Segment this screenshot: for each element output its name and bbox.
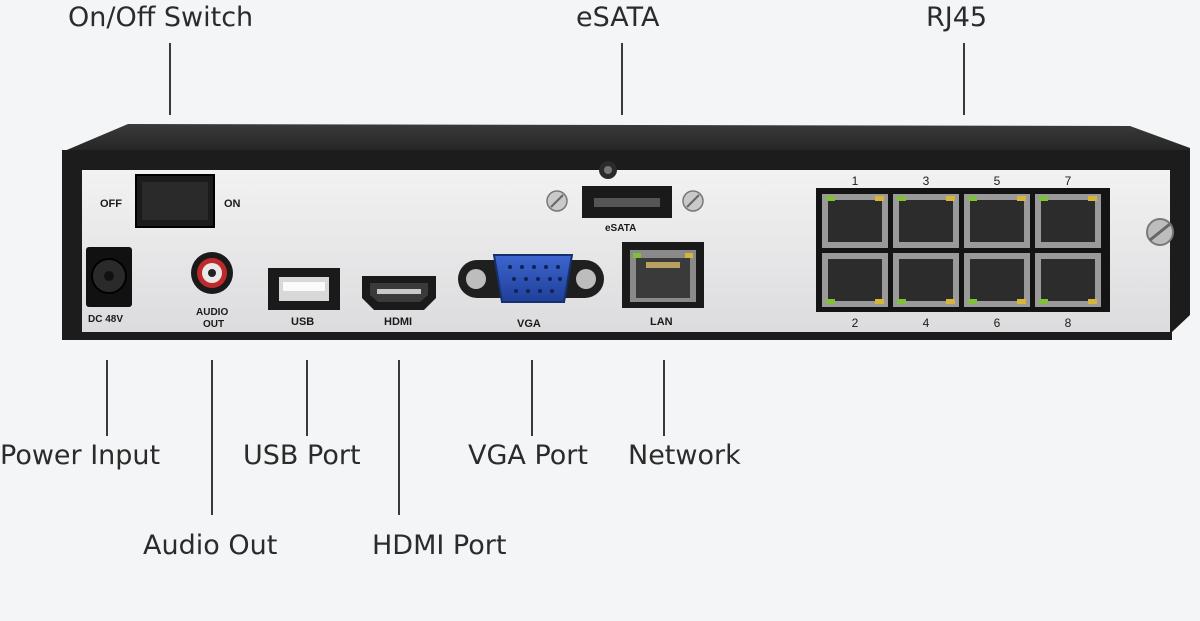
rj45-port [1035, 194, 1101, 248]
audio-label-line2: OUT [203, 319, 224, 330]
rj45-port [822, 194, 888, 248]
rj45-port [964, 253, 1030, 307]
rj45-port [1035, 253, 1101, 307]
hdmi-label: HDMI [384, 316, 412, 328]
rj45-number-top: 7 [1065, 174, 1072, 188]
leader-power-input [106, 360, 108, 436]
dc-label: DC 48V [88, 314, 123, 325]
rj45-number-bottom: 6 [994, 316, 1001, 330]
power-input-callout: Power Input [0, 440, 161, 471]
leader-esata [621, 43, 623, 115]
vga-port-callout: VGA Port [468, 440, 588, 471]
rj45-number-bottom: 2 [852, 316, 859, 330]
leader-network [663, 360, 665, 436]
rj45-number-top: 5 [994, 174, 1001, 188]
leader-vga [531, 360, 533, 436]
rj45-number-bottom: 8 [1065, 316, 1072, 330]
vga-label: VGA [517, 318, 541, 330]
rj45-port [893, 194, 959, 248]
lan-label: LAN [650, 316, 673, 328]
rj45-number-top: 3 [923, 174, 930, 188]
leader-audio-out [211, 360, 213, 515]
esata-panel-label: eSATA [605, 223, 636, 234]
leader-rj45 [963, 43, 965, 115]
rj45-port [893, 253, 959, 307]
off-label: OFF [100, 198, 122, 210]
leader-on-off [169, 43, 171, 115]
rj45-port [964, 194, 1030, 248]
usb-label: USB [291, 316, 314, 328]
audio-out-callout: Audio Out [143, 530, 278, 561]
leader-usb [306, 360, 308, 436]
network-callout: Network [628, 440, 741, 471]
esata-callout: eSATA [576, 2, 660, 33]
rj45-port-block: 1 2 3 4 5 6 7 8 [816, 174, 1110, 330]
rj45-port [822, 253, 888, 307]
on-label: ON [224, 198, 241, 210]
rj45-callout: RJ45 [926, 2, 988, 33]
usb-port-callout: USB Port [243, 440, 361, 471]
leader-hdmi [398, 360, 400, 515]
audio-label-line1: AUDIO [196, 307, 228, 318]
hdmi-port-callout: HDMI Port [372, 530, 507, 561]
rj45-number-top: 1 [852, 174, 859, 188]
rj45-number-bottom: 4 [923, 316, 930, 330]
on-off-switch-callout: On/Off Switch [68, 2, 254, 33]
